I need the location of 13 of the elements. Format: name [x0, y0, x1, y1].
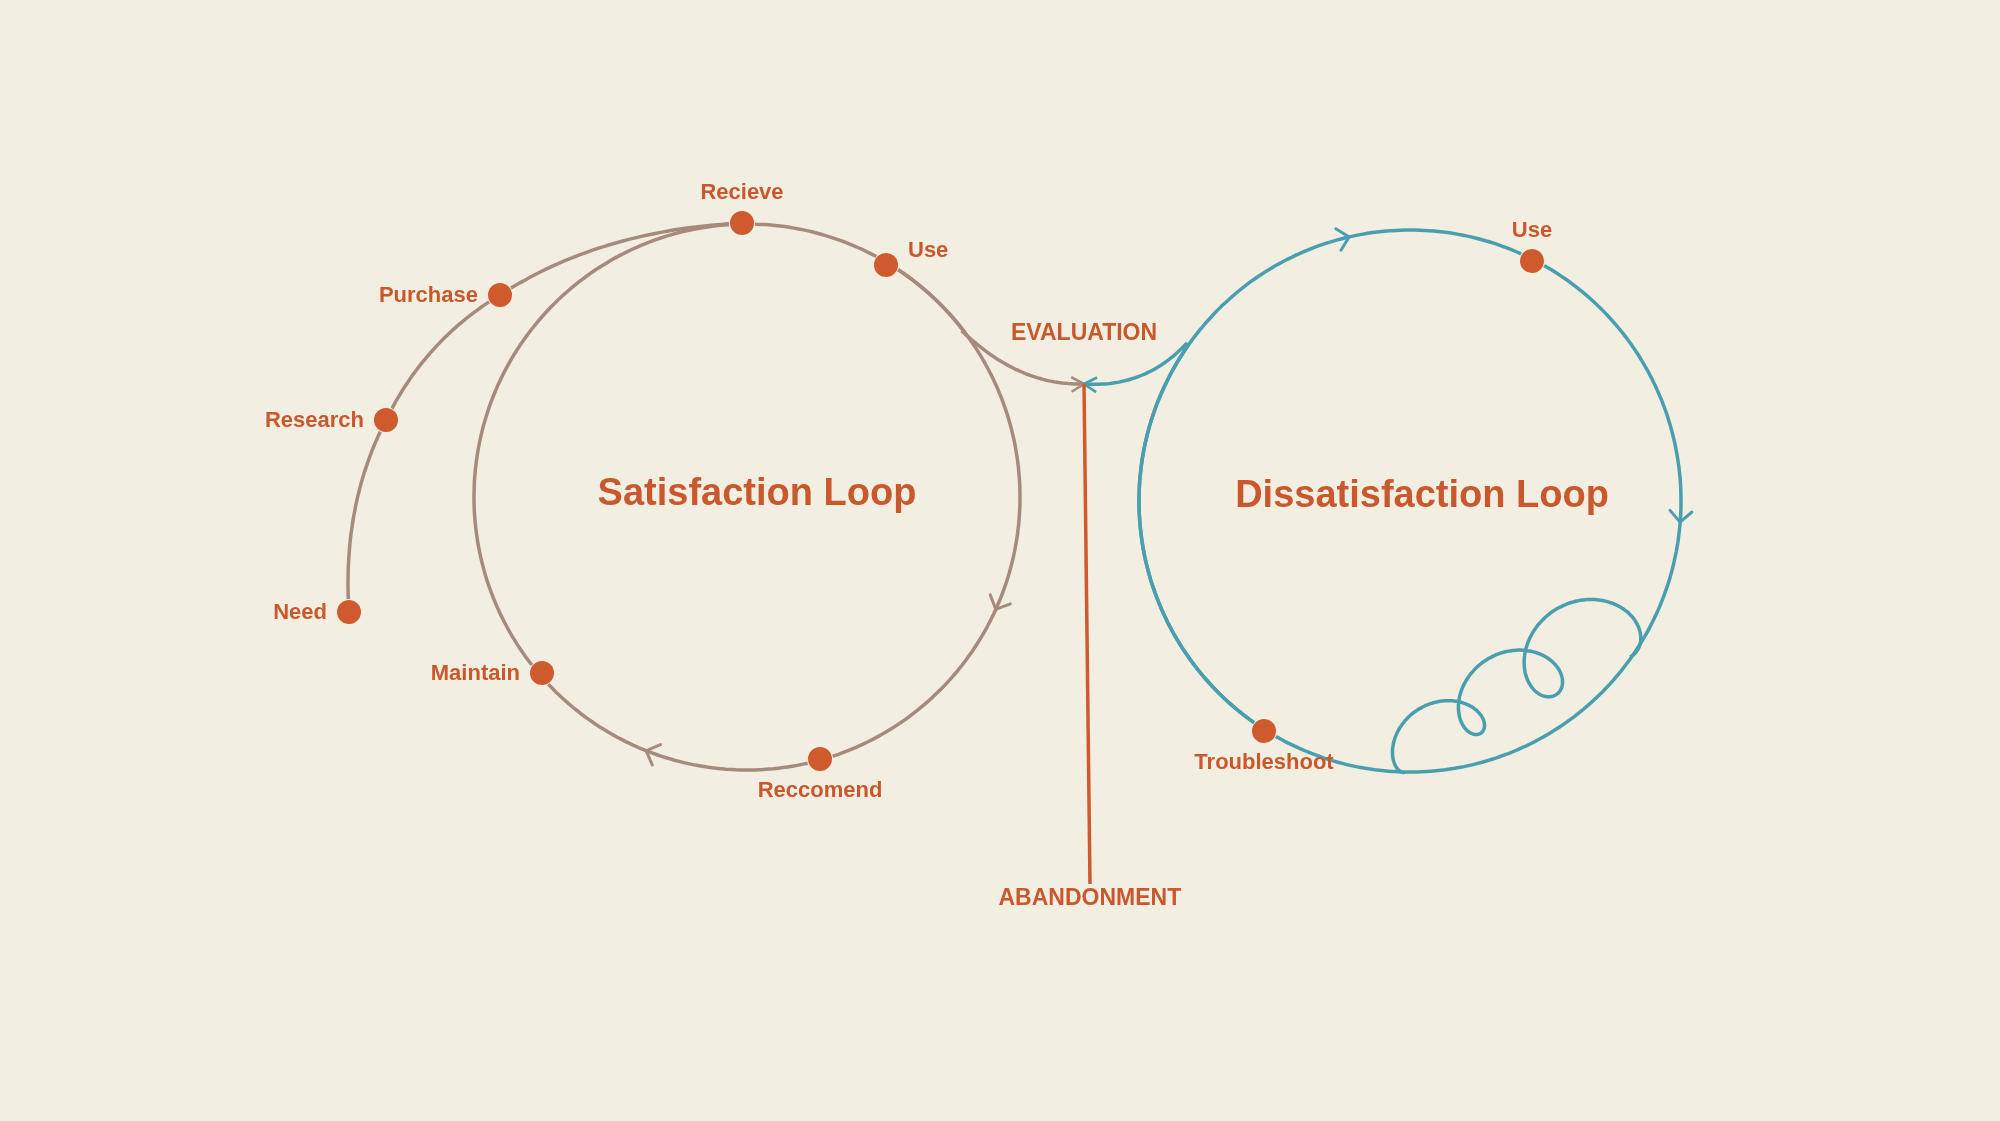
step-label: Need: [273, 599, 327, 625]
loop-title: Satisfaction Loop: [597, 470, 917, 514]
step-label: Purchase: [378, 282, 478, 308]
step-label: Recieve: [700, 179, 784, 205]
step-label: Reccomend: [757, 777, 883, 803]
step-label: Use: [908, 237, 949, 263]
stage-label: EVALUATION: [1011, 319, 1158, 346]
step-label: Research: [264, 407, 364, 433]
step-label: Maintain: [430, 660, 520, 686]
step-label: Troubleshoot: [1194, 749, 1334, 775]
stage-label: ABANDONMENT: [998, 884, 1182, 911]
step-label: Use: [1511, 217, 1553, 243]
loop-title: Dissatisfaction Loop: [1235, 472, 1609, 516]
